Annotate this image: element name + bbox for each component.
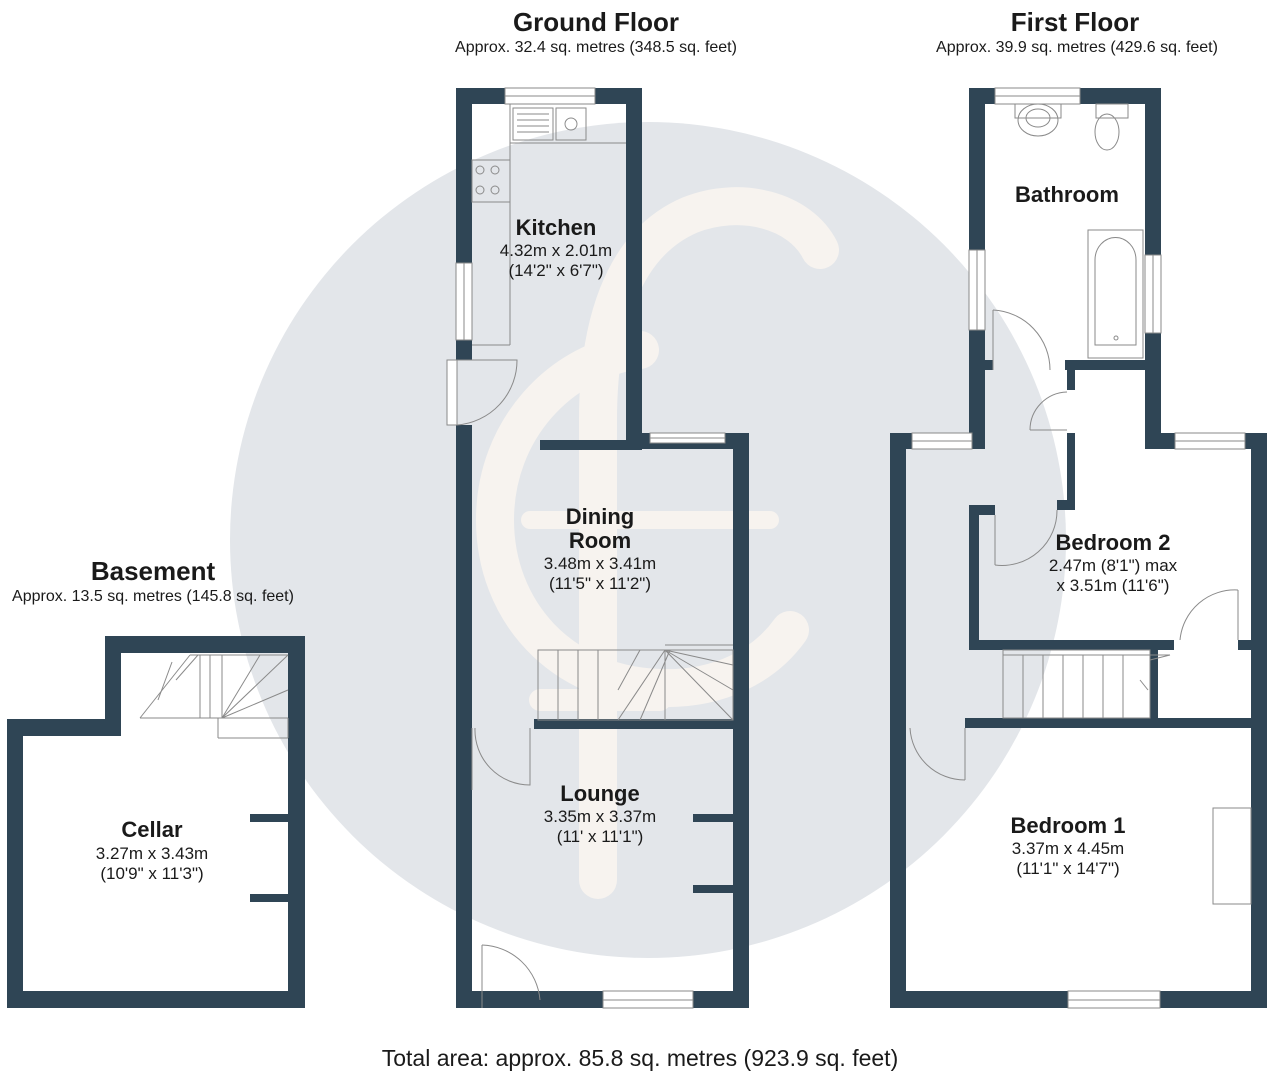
total-area: Total area: approx. 85.8 sq. metres (923… — [381, 1045, 899, 1071]
first-floor-stairs — [1002, 649, 1171, 719]
ground-floor-doors — [446, 359, 541, 1008]
bathroom-fixtures — [1014, 103, 1144, 359]
basement-walls — [7, 636, 305, 1008]
ground-floor-title: Ground Floor — [512, 7, 680, 37]
first-floor-walls — [890, 88, 1267, 1008]
kitchen-fixtures — [471, 104, 626, 346]
room-dim-bedroom-1-metric: 3.37m x 4.45m — [1011, 839, 1125, 858]
basement-title: Basement — [90, 556, 216, 586]
room-dim-lounge-metric: 3.35m x 3.37m — [543, 807, 657, 826]
room-name-bedroom-1: Bedroom 1 — [1010, 813, 1126, 838]
ground-floor-stairs — [537, 644, 734, 721]
basement-area: Approx. 13.5 sq. metres (145.8 sq. feet) — [12, 588, 294, 605]
basement-stairs — [139, 654, 289, 739]
room-name-dining-line2: Room — [568, 528, 632, 553]
basement-plan — [7, 636, 305, 1008]
first-floor-windows — [911, 87, 1246, 1009]
bedroom-1-fixture — [1212, 807, 1252, 905]
logo-mark — [475, 187, 839, 899]
room-dim-bedroom-1-imperial: (11'1" x 14'7") — [1016, 859, 1120, 878]
ground-floor-windows — [455, 87, 726, 1009]
ground-floor-plan — [446, 87, 749, 1009]
room-name-lounge: Lounge — [560, 781, 640, 806]
ground-floor-area: Approx. 32.4 sq. metres (348.5 sq. feet) — [455, 39, 737, 56]
first-floor-title: First Floor — [1010, 7, 1140, 37]
room-dim-cellar-metric: 3.27m x 3.43m — [95, 844, 209, 863]
logo-disc — [230, 122, 1066, 958]
room-dim-lounge-imperial: (11' x 11'1") — [556, 827, 644, 846]
room-dim-cellar-imperial: (10'9" x 11'3") — [100, 864, 204, 883]
room-dim-kitchen-imperial: (14'2" x 6'7") — [508, 261, 604, 280]
first-floor-plan — [890, 87, 1267, 1009]
room-dim-kitchen-metric: 4.32m x 2.01m — [499, 241, 613, 260]
room-dim-dining-metric: 3.48m x 3.41m — [543, 554, 657, 573]
room-dim-bedroom-2-line1: 2.47m (8'1") max — [1048, 556, 1178, 575]
room-name-kitchen: Kitchen — [515, 215, 597, 240]
room-name-cellar: Cellar — [121, 817, 183, 842]
room-dim-dining-imperial: (11'5" x 11'2") — [548, 574, 652, 593]
first-floor-area: Approx. 39.9 sq. metres (429.6 sq. feet) — [936, 39, 1218, 56]
room-name-bedroom-2: Bedroom 2 — [1055, 530, 1171, 555]
room-name-bathroom: Bathroom — [1015, 182, 1119, 207]
first-floor-doors — [909, 309, 1239, 781]
watermark-logo — [230, 122, 1066, 958]
room-name-dining-line1: Dining — [565, 504, 635, 529]
room-dim-bedroom-2-line2: x 3.51m (11'6") — [1056, 576, 1170, 595]
